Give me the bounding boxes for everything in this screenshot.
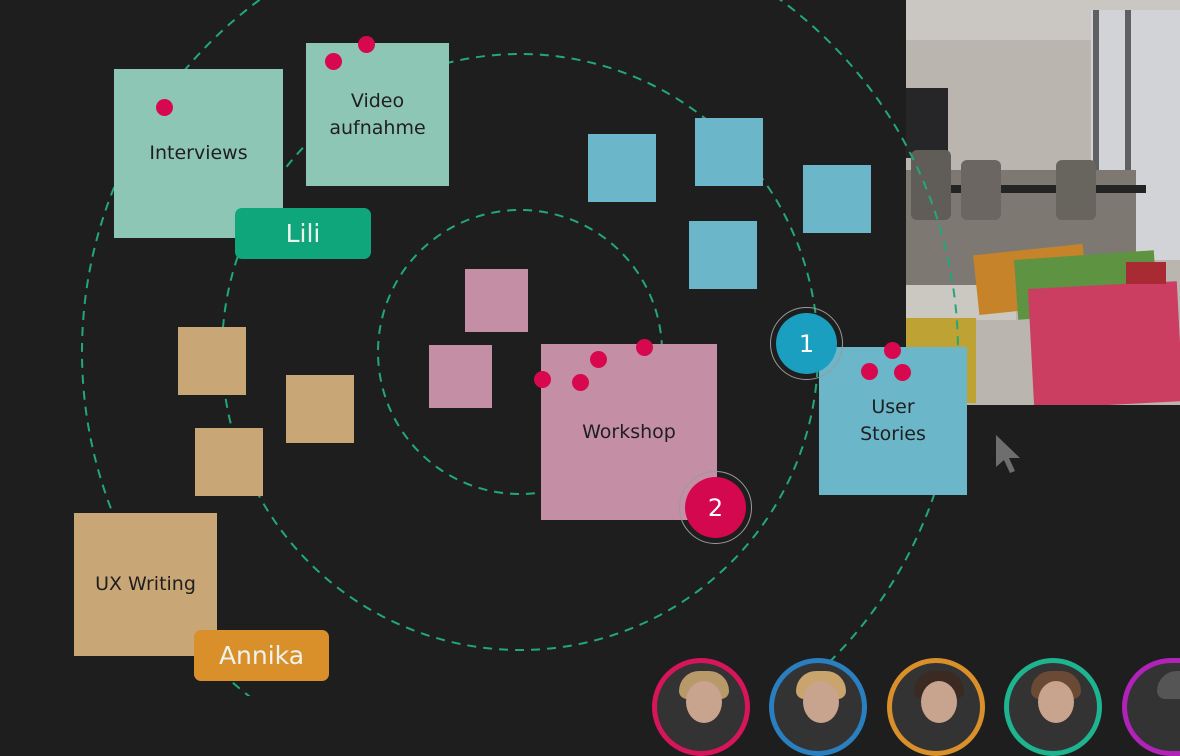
sticky-note-label: User Stories	[860, 396, 926, 445]
badge-ring	[770, 307, 843, 380]
participant-avatar[interactable]	[769, 658, 867, 756]
vote-dot	[156, 99, 173, 116]
meeting-room-photo	[906, 0, 1180, 405]
vote-dot	[590, 351, 607, 368]
vote-dot	[534, 371, 551, 388]
sticky-note-tan-3[interactable]	[195, 428, 263, 496]
sticky-note-label: Interviews	[149, 142, 248, 164]
sticky-note-pink-2[interactable]	[429, 345, 492, 408]
vote-dot	[884, 342, 901, 359]
badge-ring	[679, 471, 752, 544]
sticky-note-blue-3[interactable]	[803, 165, 871, 233]
avatar-face	[921, 681, 957, 723]
sticky-note-label: UX Writing	[95, 573, 196, 595]
badge-number: 1	[798, 329, 815, 358]
vote-dot	[636, 339, 653, 356]
collaborator-tag-annika: Annika	[194, 630, 329, 681]
sticky-note-blue-1[interactable]	[588, 134, 656, 202]
collaborator-name: Annika	[218, 641, 305, 670]
sticky-note-ux-writing[interactable]: UX Writing	[74, 513, 217, 656]
avatar-hair	[1157, 671, 1180, 699]
vote-dot	[861, 363, 878, 380]
badge-number: 2	[707, 493, 724, 522]
sticky-note-pink-1[interactable]	[465, 269, 528, 332]
sticky-note-user-stories[interactable]: User Stories	[819, 347, 967, 495]
step-badge-2[interactable]: 2	[685, 477, 746, 538]
avatar-face	[686, 681, 722, 723]
vote-dot	[358, 36, 375, 53]
collaborator-name: Lili	[285, 219, 321, 248]
vote-dot	[572, 374, 589, 391]
participant-avatar[interactable]	[652, 658, 750, 756]
avatar-face	[803, 681, 839, 723]
vote-dot	[894, 364, 911, 381]
sticky-note-tan-2[interactable]	[286, 375, 354, 443]
sticky-note-blue-2[interactable]	[695, 118, 763, 186]
vote-dot	[325, 53, 342, 70]
mouse-pointer-icon	[996, 435, 1020, 473]
participant-avatar[interactable]	[1004, 658, 1102, 756]
participant-avatar[interactable]	[887, 658, 985, 756]
avatar-face	[1038, 681, 1074, 723]
step-badge-1[interactable]: 1	[776, 313, 837, 374]
sticky-note-tan-1[interactable]	[178, 327, 246, 395]
sticky-note-label: Video aufnahme	[329, 89, 426, 139]
sticky-note-label: Workshop	[582, 420, 676, 443]
collaborator-tag-lili: Lili	[235, 208, 371, 259]
sticky-note-blue-4[interactable]	[689, 221, 757, 289]
